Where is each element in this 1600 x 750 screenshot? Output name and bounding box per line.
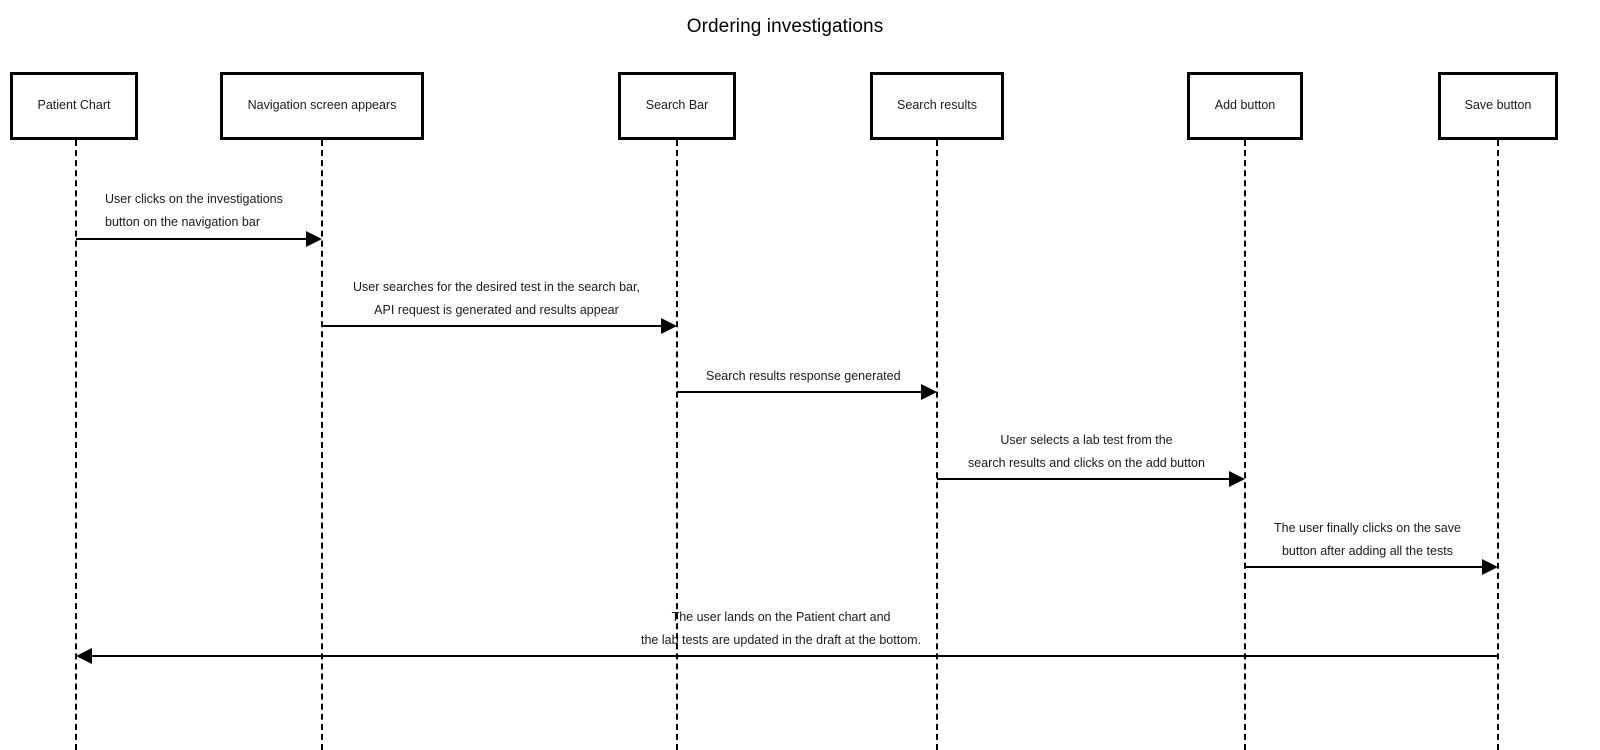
- arrow-head-left-icon: [76, 648, 92, 664]
- message-label-msg-4: User selects a lab test from the search r…: [968, 429, 1205, 474]
- diagram-title: Ordering investigations: [686, 16, 884, 37]
- message-label-line: button after adding all the tests: [1281, 543, 1453, 558]
- lifeline-save-button: [1497, 140, 1499, 750]
- message-label-line: search results and clicks on the add but…: [968, 455, 1205, 470]
- arrow-head-right-icon: [921, 384, 937, 400]
- message-label-msg-3: Search results response generated: [706, 365, 901, 388]
- participant-label: Add button: [1214, 98, 1276, 113]
- participant-label: Navigation screen appears: [247, 98, 397, 113]
- message-label-line: button on the navigation bar: [105, 214, 260, 229]
- message-line: [677, 391, 923, 393]
- participant-navigation-screen[interactable]: Navigation screen appears: [220, 72, 424, 140]
- message-line: [937, 478, 1231, 480]
- arrow-head-right-icon: [306, 231, 322, 247]
- arrow-head-right-icon: [1229, 471, 1245, 487]
- message-label-line: The user finally clicks on the save: [1274, 521, 1461, 535]
- lifeline-navigation-screen: [321, 140, 323, 750]
- message-line: [1245, 566, 1484, 568]
- participant-label: Search results: [897, 98, 977, 113]
- message-label-line: User searches for the desired test in th…: [353, 280, 640, 294]
- participant-label: Save button: [1464, 98, 1532, 113]
- participant-label: Search Bar: [645, 98, 709, 113]
- participant-search-bar[interactable]: Search Bar: [618, 72, 736, 140]
- message-line: [322, 325, 663, 327]
- message-label-msg-2: User searches for the desired test in th…: [353, 276, 640, 321]
- lifeline-search-bar: [676, 140, 678, 750]
- message-label-line: Search results response generated: [706, 369, 901, 383]
- message-label-msg-1: User clicks on the investigations button …: [105, 188, 283, 233]
- lifeline-patient-chart: [75, 140, 77, 750]
- participant-add-button[interactable]: Add button: [1187, 72, 1303, 140]
- message-label-line: User selects a lab test from the: [1000, 433, 1173, 447]
- arrow-head-right-icon: [661, 318, 677, 334]
- participant-save-button[interactable]: Save button: [1438, 72, 1558, 140]
- participant-label: Patient Chart: [37, 98, 111, 113]
- message-line: [90, 655, 1498, 657]
- arrow-head-right-icon: [1482, 559, 1498, 575]
- message-label-msg-5: The user finally clicks on the save butto…: [1274, 517, 1461, 562]
- participant-search-results[interactable]: Search results: [870, 72, 1004, 140]
- message-label-line: User clicks on the investigations: [105, 192, 283, 206]
- message-label-line: API request is generated and results app…: [374, 302, 619, 317]
- lifeline-search-results: [936, 140, 938, 750]
- message-label-msg-6: The user lands on the Patient chart and t…: [641, 606, 921, 651]
- lifeline-add-button: [1244, 140, 1246, 750]
- message-line: [76, 238, 308, 240]
- message-label-line: The user lands on the Patient chart and: [671, 610, 891, 624]
- message-label-line: the lab tests are updated in the draft a…: [641, 632, 922, 647]
- participant-patient-chart[interactable]: Patient Chart: [10, 72, 138, 140]
